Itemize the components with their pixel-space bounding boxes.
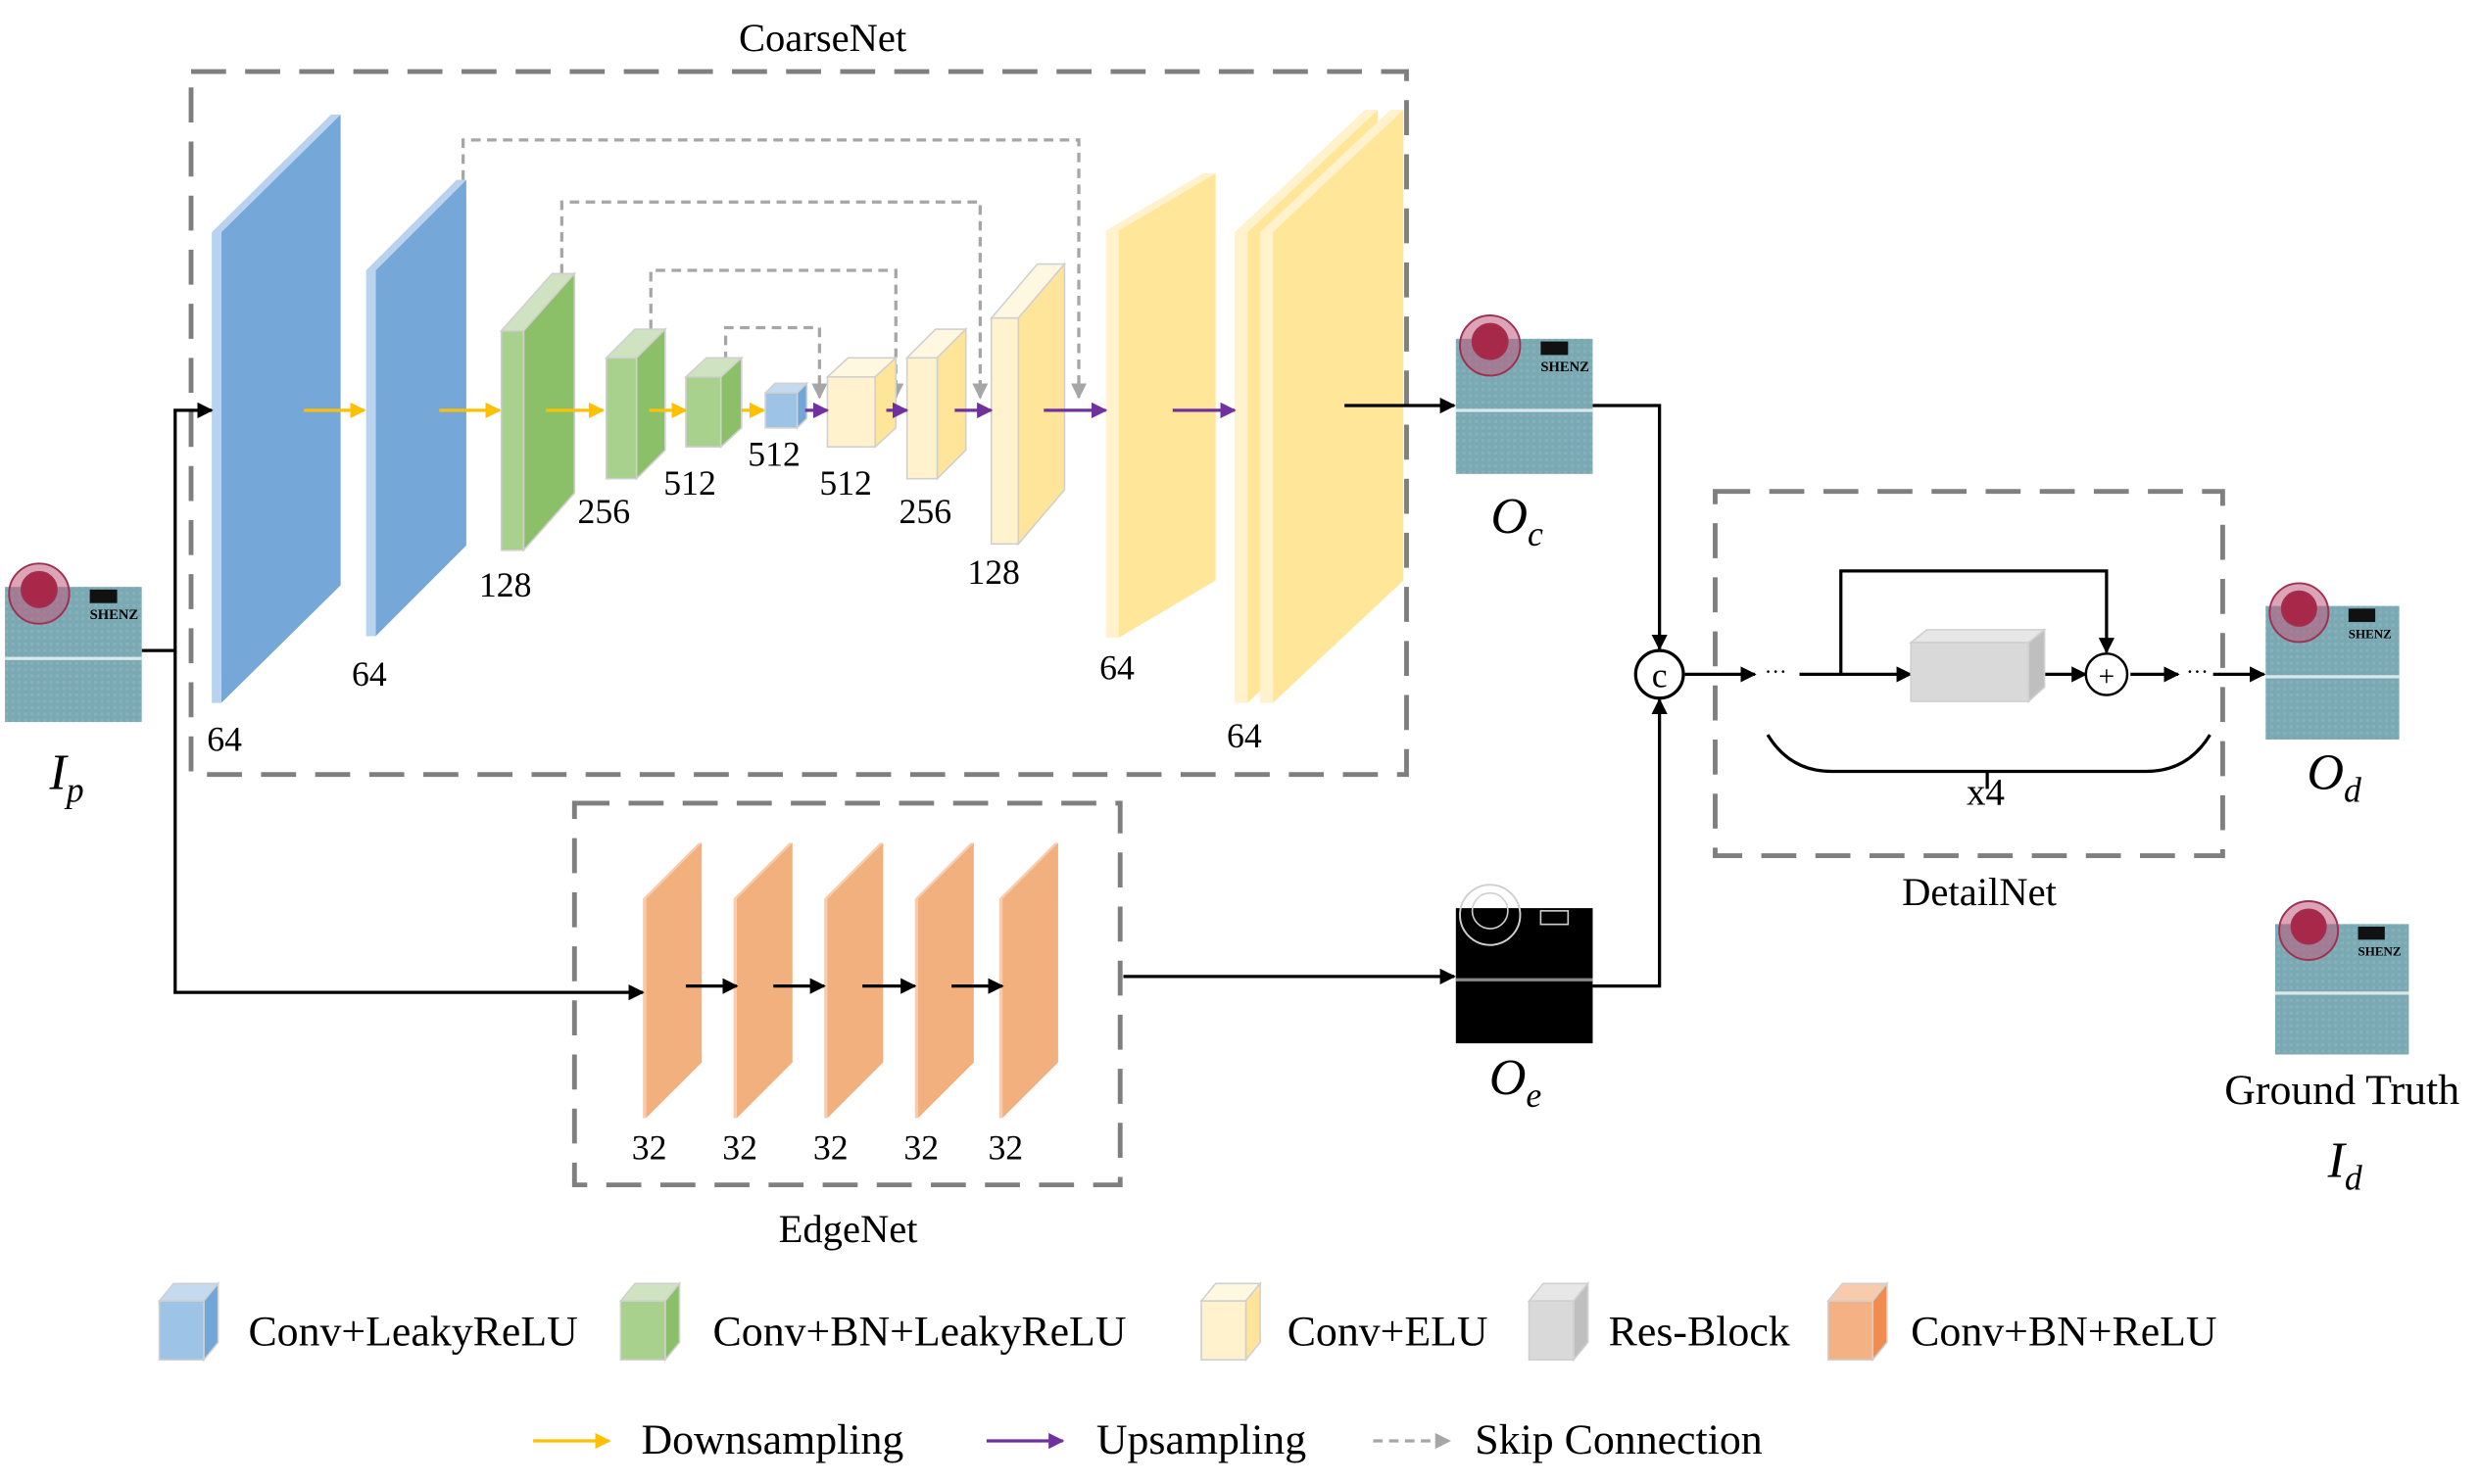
bottleneck-block bbox=[763, 381, 809, 430]
input-image-label: Ip bbox=[49, 744, 84, 809]
edgenet-group: EdgeNet bbox=[571, 800, 1123, 1251]
encoder-block-5 bbox=[683, 356, 744, 450]
coarse-output-label: Oc bbox=[1491, 489, 1544, 553]
residual-skip-arrow bbox=[1839, 569, 2115, 675]
coarse-output-image: SHENZ bbox=[1455, 314, 1593, 474]
edge-output-label: Oe bbox=[1489, 1050, 1542, 1115]
detail-output-label: Od bbox=[2307, 744, 2361, 809]
document-text: SHENZ bbox=[1540, 929, 1589, 944]
channel-label: 256 bbox=[578, 492, 631, 531]
document-text: SHENZ bbox=[2358, 943, 2402, 958]
skip-connection-512 bbox=[723, 325, 828, 400]
channel-label: 64 bbox=[1099, 647, 1135, 687]
concat-symbol: c bbox=[1652, 655, 1668, 694]
concat-node: c bbox=[1633, 648, 1685, 700]
legend-label: Conv+ELU bbox=[1288, 1309, 1488, 1356]
edgenet-block bbox=[824, 842, 884, 1119]
legend-swatch-4 bbox=[1527, 1281, 1590, 1363]
legend-label: Conv+BN+LeakyReLU bbox=[713, 1309, 1127, 1356]
channel-label: 32 bbox=[903, 1128, 939, 1168]
decoder-block-1 bbox=[825, 356, 899, 450]
channel-label: 512 bbox=[663, 463, 716, 503]
document-text: SHENZ bbox=[90, 607, 139, 623]
encoder-block-3 bbox=[499, 271, 577, 552]
input-image: SHENZ bbox=[5, 562, 142, 723]
channel-label: 32 bbox=[988, 1128, 1023, 1168]
detailnet-group: DetailNet bbox=[1713, 489, 2225, 914]
channel-label: 32 bbox=[722, 1128, 757, 1168]
encoder-block-4 bbox=[604, 327, 667, 481]
seal-icon bbox=[1459, 884, 1522, 946]
channel-label: 128 bbox=[479, 565, 532, 604]
decoder-block-4 bbox=[1105, 172, 1216, 639]
detailnet-title: DetailNet bbox=[1902, 870, 2057, 914]
legend-label: Res-Block bbox=[1609, 1309, 1790, 1356]
skip-connection-64 bbox=[462, 138, 1088, 400]
legend-label: Skip Connection bbox=[1475, 1416, 1762, 1463]
skip-connection-256 bbox=[649, 268, 904, 400]
legend-label: Upsampling bbox=[1096, 1416, 1306, 1463]
coarsenet-group: CoarseNet bbox=[188, 16, 1409, 778]
ground-truth-label: Id bbox=[2327, 1133, 2362, 1198]
legend-label: Conv+BN+ReLU bbox=[1911, 1309, 2216, 1356]
legend-swatch-1 bbox=[157, 1281, 220, 1363]
input-to-coarsenet-arrow bbox=[141, 402, 214, 652]
ellipsis-left: ··· bbox=[1765, 659, 1787, 684]
coarsenet-frame bbox=[188, 69, 1409, 778]
channel-label: 64 bbox=[1227, 716, 1262, 755]
decoder-block-3 bbox=[989, 262, 1067, 547]
oc-to-concat-arrow bbox=[1592, 404, 1668, 651]
ground-truth-caption: Ground Truth bbox=[2224, 1067, 2459, 1114]
legend-swatch-5 bbox=[1826, 1281, 1889, 1363]
legend-swatch-2 bbox=[618, 1281, 682, 1363]
legend-label: Downsampling bbox=[642, 1416, 904, 1463]
edgenet-frame bbox=[571, 800, 1123, 1188]
channel-label: 128 bbox=[967, 552, 1020, 592]
legend-label: Conv+LeakyReLU bbox=[248, 1309, 577, 1356]
ground-truth-image: SHENZ bbox=[2275, 900, 2409, 1055]
detail-output-image: SHENZ bbox=[2265, 582, 2400, 740]
channel-label: 256 bbox=[899, 492, 952, 531]
channel-label: 512 bbox=[819, 463, 872, 503]
edgenet-blocks: 32 32 32 32 32 bbox=[632, 842, 1058, 1168]
add-symbol: + bbox=[2099, 661, 2114, 693]
edgenet-block bbox=[998, 842, 1058, 1119]
edgenet-block bbox=[643, 842, 703, 1119]
document-text: SHENZ bbox=[2349, 626, 2392, 641]
document-text: SHENZ bbox=[1540, 359, 1589, 375]
encoder-block-2 bbox=[365, 179, 466, 637]
edge-output-image: SHENZ bbox=[1455, 884, 1593, 1044]
coarsenet-title: CoarseNet bbox=[739, 16, 907, 60]
edgenet-block bbox=[733, 842, 793, 1119]
channel-label: 64 bbox=[352, 654, 387, 694]
legend: Conv+LeakyReLU Conv+BN+LeakyReLU Conv+ELU R… bbox=[157, 1281, 2217, 1463]
channel-label: 32 bbox=[632, 1128, 667, 1168]
main-flow bbox=[141, 397, 2266, 1001]
channel-label: 32 bbox=[813, 1128, 849, 1168]
decoder-block-2 bbox=[904, 327, 968, 481]
repeat-label: x4 bbox=[1967, 772, 2005, 814]
decoder-block-5b bbox=[1260, 110, 1404, 703]
document-images: SHENZ SHENZ SHENZ SHENZ SHENZ bbox=[5, 314, 2409, 1055]
res-block bbox=[1908, 628, 2047, 703]
ellipsis-right: ··· bbox=[2186, 659, 2209, 684]
edgenet-block bbox=[914, 842, 974, 1119]
coarsenet-blocks: 64 64 128 256 512 512 512 256 128 64 64 bbox=[207, 110, 1404, 758]
edgenet-title: EdgeNet bbox=[779, 1207, 919, 1251]
repeat-brace bbox=[1766, 734, 2212, 790]
encoder-block-1 bbox=[212, 114, 341, 703]
skip-connections bbox=[462, 138, 1088, 400]
image-labels: Ip Oc Oe Od Ground Truth Id bbox=[49, 489, 2460, 1198]
channel-label: 512 bbox=[748, 435, 801, 474]
input-to-edgenet-arrow bbox=[173, 650, 645, 1001]
channel-label: 64 bbox=[207, 719, 242, 758]
oe-to-concat-arrow bbox=[1592, 697, 1668, 988]
skip-connection-128 bbox=[559, 200, 989, 400]
add-node: + bbox=[2084, 652, 2129, 696]
legend-swatch-3 bbox=[1199, 1281, 1262, 1363]
